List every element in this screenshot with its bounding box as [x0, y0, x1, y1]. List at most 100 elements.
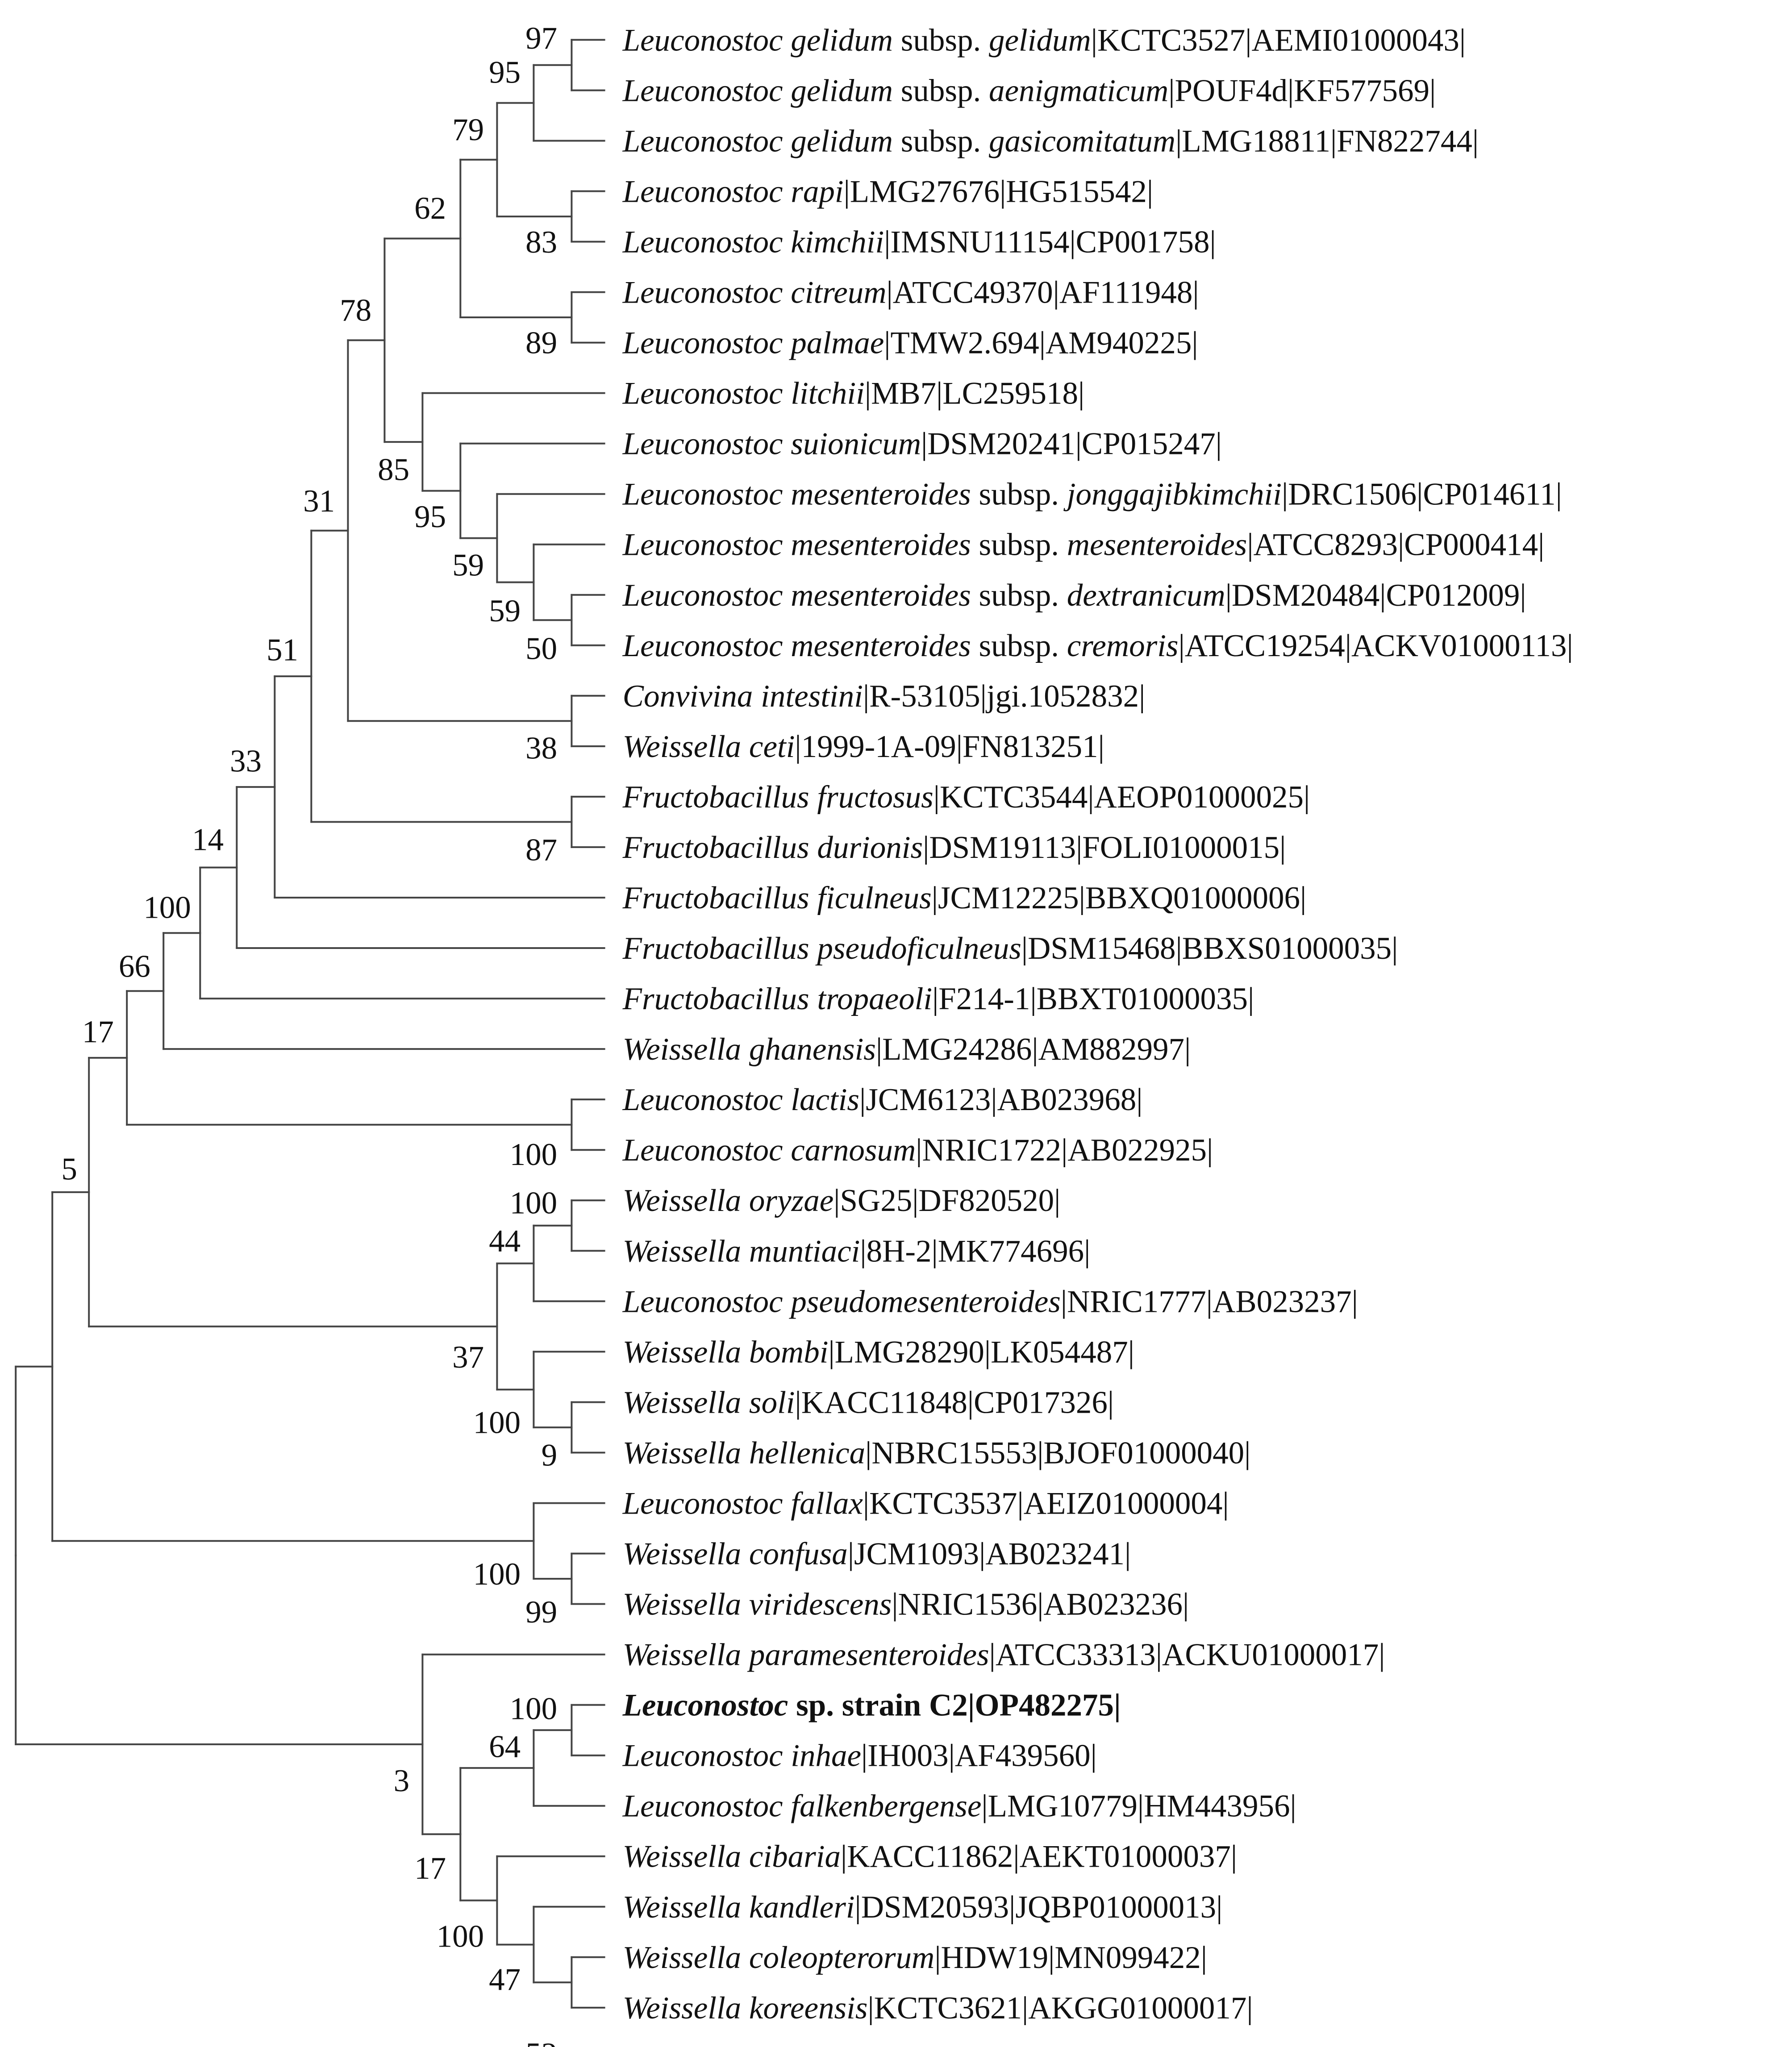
accession-ids: |DSM15468|BBXS01000035|: [1021, 931, 1398, 966]
taxon-label: Weissella oryzae|SG25|DF820520|: [623, 1183, 1061, 1218]
taxon-label: Weissella cibaria|KACC11862|AEKT01000037…: [623, 1839, 1238, 1874]
accession-ids: |LMG10779|HM443956|: [981, 1789, 1296, 1824]
taxon-label: Leuconostoc litchii|MB7|LC259518|: [622, 376, 1085, 411]
taxon-label: Fructobacillus ficulneus|JCM12225|BBXQ01…: [622, 881, 1307, 915]
taxon-label: Fructobacillus tropaeoli|F214-1|BBXT0100…: [622, 982, 1254, 1016]
taxon-label: Fructobacillus durionis|DSM19113|FOLI010…: [622, 830, 1286, 865]
bootstrap-value: 83: [525, 225, 557, 260]
bootstrap-value: 31: [303, 484, 335, 519]
taxon-label: Leuconostoc mesenteroides subsp. mesente…: [622, 528, 1545, 562]
strain-id: sp. strain C2|OP482275|: [788, 1688, 1121, 1723]
species-name: Convivina intestini: [623, 679, 863, 714]
species-name: Weissella koreensis: [623, 1991, 868, 2026]
accession-ids: |DSM20593|JQBP01000013|: [855, 1890, 1223, 1925]
taxon-label: Leuconostoc fallax|KCTC3537|AEIZ01000004…: [622, 1486, 1229, 1521]
accession-ids: |KCTC3544|AEOP01000025|: [934, 780, 1310, 815]
species-name: Leuconostoc mesenteroides: [622, 528, 971, 562]
species-name: Leuconostoc litchii: [622, 376, 865, 411]
species-name: Weissella bombi: [623, 1335, 829, 1369]
taxon-label: Leuconostoc rapi|LMG27676|HG515542|: [622, 174, 1153, 209]
species-name: Leuconostoc gelidum: [622, 73, 893, 108]
subsp-word: subsp.: [893, 73, 989, 108]
bootstrap-value: 66: [119, 949, 150, 984]
species-name: Weissella viridescens: [623, 1587, 892, 1622]
taxon-label: Weissella muntiaci|8H-2|MK774696|: [623, 1234, 1091, 1269]
bootstrap-value: 17: [414, 1851, 446, 1886]
bootstrap-value: 59: [489, 594, 521, 628]
accession-ids: |NBRC15553|BJOF01000040|: [865, 1435, 1250, 1470]
bootstrap-value: 99: [525, 1595, 557, 1630]
taxon-label: Weissella hellenica|NBRC15553|BJOF010000…: [623, 1435, 1251, 1470]
accession-ids: |1999-1A-09|FN813251|: [795, 729, 1104, 764]
accession-ids: |SG25|DF820520|: [833, 1183, 1060, 1218]
bootstrap-value: 17: [82, 1015, 114, 1049]
species-name: Leuconostoc mesenteroides: [622, 578, 971, 613]
taxon-label: Convivina intestini|R-53105|jgi.1052832|: [623, 679, 1146, 714]
subsp-word: subsp.: [971, 628, 1067, 663]
taxon-label: Weissella coleopterorum|HDW19|MN099422|: [623, 1940, 1207, 1975]
accession-ids: |NRIC1777|AB023237|: [1061, 1284, 1358, 1319]
species-name: Leuconostoc fallax: [622, 1486, 863, 1521]
subspecies-name: gasicomitatum: [989, 124, 1175, 158]
species-name: Weissella kandleri: [623, 1890, 855, 1925]
accession-ids: |KACC11848|CP017326|: [795, 1385, 1114, 1420]
bootstrap-values: 9795796283897885955959503138518733141006…: [61, 21, 557, 2047]
accession-ids: |KCTC3527|AEMI01000043|: [1091, 23, 1466, 58]
species-name: Weissella muntiaci: [623, 1234, 860, 1269]
taxon-label: Weissella ceti|1999-1A-09|FN813251|: [623, 729, 1104, 764]
accession-ids: |DSM20484|CP012009|: [1225, 578, 1526, 613]
accession-ids: |DRC1506|CP014611|: [1282, 477, 1562, 512]
bootstrap-value: 62: [414, 191, 446, 226]
species-name: Leuconostoc mesenteroides: [622, 628, 971, 663]
species-name: Leuconostoc rapi: [622, 174, 844, 209]
taxon-label: Leuconostoc pseudomesenteroides|NRIC1777…: [622, 1284, 1358, 1319]
accession-ids: |KACC11862|AEKT01000037|: [841, 1839, 1237, 1874]
bootstrap-value: 95: [489, 55, 521, 90]
taxon-label: Weissella confusa|JCM1093|AB023241|: [623, 1537, 1131, 1572]
bootstrap-value: 100: [143, 890, 191, 925]
accession-ids: |IMSNU11154|CP001758|: [884, 225, 1216, 260]
species-name: Fructobacillus ficulneus: [622, 881, 932, 915]
species-name: Leuconostoc inhae: [622, 1739, 861, 1773]
bootstrap-value: 100: [473, 1405, 521, 1440]
bootstrap-value: 100: [437, 1919, 484, 1954]
genus-name: Leuconostoc: [622, 1688, 788, 1723]
taxon-label: Weissella kandleri|DSM20593|JQBP01000013…: [623, 1890, 1223, 1925]
bootstrap-value: 89: [525, 326, 557, 361]
taxon-label: Leuconostoc mesenteroides subsp. dextran…: [622, 578, 1526, 613]
taxon-label: Weissella koreensis|KCTC3621|AKGG0100001…: [623, 1991, 1253, 2026]
bootstrap-value: 87: [525, 833, 557, 868]
accession-ids: |JCM6123|AB023968|: [859, 1082, 1142, 1117]
species-name: Leuconostoc lactis: [622, 1082, 859, 1117]
subspecies-name: jonggajibkimchii: [1063, 477, 1282, 512]
species-name: Weissella soli: [623, 1385, 795, 1420]
bootstrap-value: 100: [510, 1692, 558, 1727]
taxon-label: Leuconostoc mesenteroides subsp. cremori…: [622, 628, 1573, 663]
taxon-label: Weissella viridescens|NRIC1536|AB023236|: [623, 1587, 1189, 1622]
species-name: Leuconostoc palmae: [622, 326, 884, 361]
subsp-word: subsp.: [971, 578, 1067, 613]
taxon-label: Leuconostoc palmae|TMW2.694|AM940225|: [622, 326, 1198, 361]
taxon-label: Leuconostoc falkenbergense|LMG10779|HM44…: [622, 1789, 1296, 1824]
accession-ids: |NRIC1722|AB022925|: [916, 1133, 1213, 1168]
accession-ids: |ATCC33313|ACKU01000017|: [989, 1638, 1385, 1673]
taxon-label: Weissella paramesenteroides|ATCC33313|AC…: [623, 1638, 1385, 1673]
accession-ids: |DSM19113|FOLI01000015|: [923, 830, 1286, 865]
subsp-word: subsp.: [893, 124, 989, 158]
taxon-label: Weissella bombi|LMG28290|LK054487|: [623, 1335, 1134, 1369]
species-name: Leuconostoc pseudomesenteroides: [622, 1284, 1061, 1319]
species-name: Weissella oryzae: [623, 1183, 834, 1218]
species-name: Leuconostoc carnosum: [622, 1133, 916, 1168]
accession-ids: |HDW19|MN099422|: [934, 1940, 1207, 1975]
accession-ids: |LMG27676|HG515542|: [844, 174, 1153, 209]
bootstrap-value: 33: [230, 744, 262, 779]
taxon-label: Leuconostoc lactis|JCM6123|AB023968|: [622, 1082, 1143, 1117]
accession-ids: |LMG18811|FN822744|: [1175, 124, 1479, 158]
taxon-label: Weissella soli|KACC11848|CP017326|: [623, 1385, 1114, 1420]
taxon-label: Fructobacillus fructosus|KCTC3544|AEOP01…: [622, 780, 1310, 815]
bootstrap-value: 100: [473, 1557, 521, 1592]
taxon-label: Leuconostoc kimchii|IMSNU11154|CP001758|: [622, 225, 1216, 260]
taxon-label: Leuconostoc gelidum subsp. aenigmaticum|…: [622, 73, 1436, 108]
species-name: Leuconostoc suionicum: [622, 427, 921, 462]
accession-ids: |POUF4d|KF577569|: [1168, 73, 1436, 108]
